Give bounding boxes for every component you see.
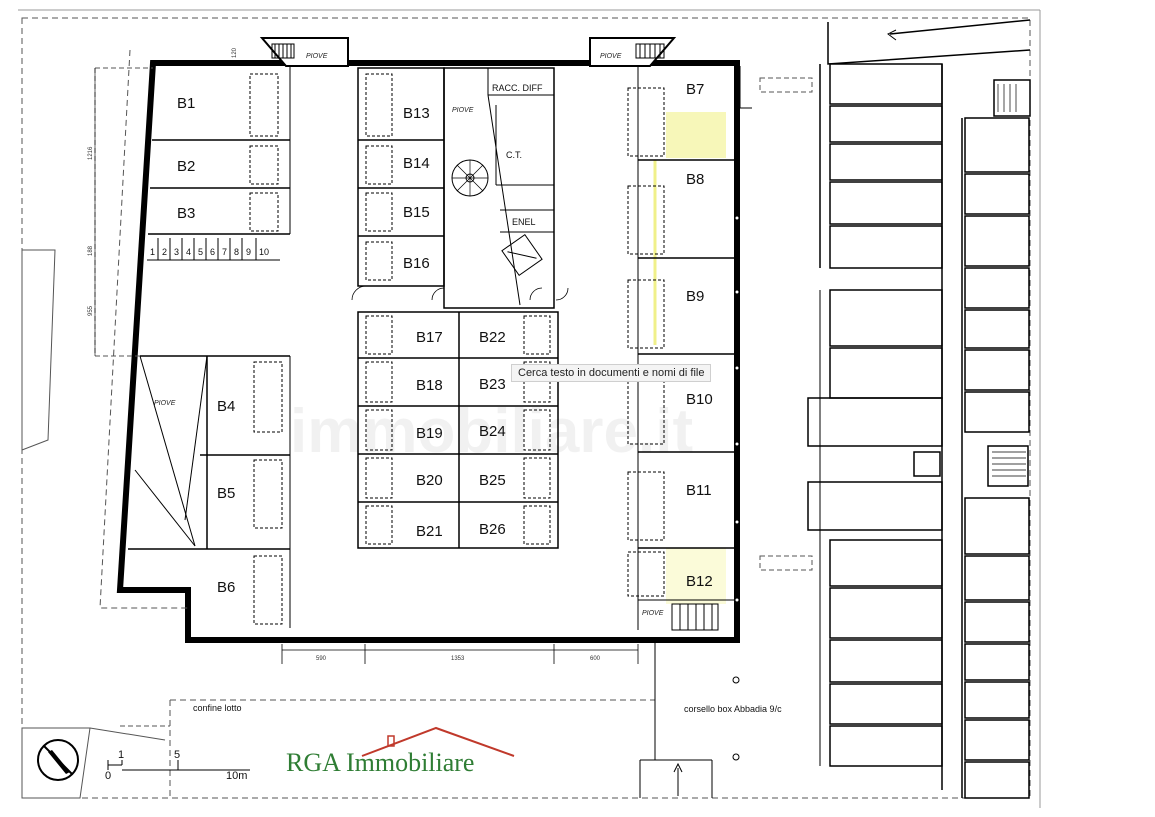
moto-slot-label: 8 — [234, 247, 239, 257]
moto-slot-label: 6 — [210, 247, 215, 257]
room-label-ct: C.T. — [506, 150, 522, 160]
moto-slot-label: 5 — [198, 247, 203, 257]
dimension-label: 1216 — [88, 146, 94, 160]
search-tooltip: Cerca testo in documenti e nomi di file — [511, 364, 712, 382]
box-label-b24: B24 — [479, 423, 506, 440]
piove-label: PIOVE — [642, 610, 664, 617]
piove-label: PIOVE — [306, 53, 328, 60]
box-label-b15: B15 — [403, 204, 430, 221]
dimension-label: 955 — [88, 305, 94, 316]
dimension-label: 1353 — [451, 656, 465, 662]
box-label-b10: B10 — [686, 391, 713, 408]
box-label-b13: B13 — [403, 105, 430, 122]
box-label-b20: B20 — [416, 472, 443, 489]
corsello-label: corsello box Abbadia 9/c — [684, 704, 782, 714]
highlight-zone — [666, 112, 726, 158]
compass-icon — [37, 739, 79, 781]
moto-slot-label: 10 — [259, 247, 269, 257]
box-label-b9: B9 — [686, 288, 704, 305]
box-label-b14: B14 — [403, 155, 430, 172]
box-label-b22: B22 — [479, 329, 506, 346]
dimension-label: 188 — [88, 245, 94, 256]
box-label-b19: B19 — [416, 425, 443, 442]
box-label-b3: B3 — [177, 205, 195, 222]
moto-slots — [157, 238, 257, 260]
moto-slot-label: 9 — [246, 247, 251, 257]
moto-slot-label: 2 — [162, 247, 167, 257]
box-label-b11: B11 — [686, 482, 712, 499]
box-label-b18: B18 — [416, 377, 443, 394]
box-label-b16: B16 — [403, 255, 430, 272]
box-label-b26: B26 — [479, 521, 506, 538]
box-label-b21: B21 — [416, 523, 443, 540]
dimension-label: 600 — [590, 656, 601, 662]
box-label-b6: B6 — [217, 579, 235, 596]
box-label-b5: B5 — [217, 485, 235, 502]
box-label-b8: B8 — [686, 171, 704, 188]
piove-label: PIOVE — [452, 107, 474, 114]
scale-label: 10m — [226, 770, 247, 782]
scale-bar — [107, 760, 250, 771]
piove-label: PIOVE — [154, 400, 176, 407]
box-label-b2: B2 — [177, 158, 195, 175]
moto-slot-label: 3 — [174, 247, 179, 257]
confine-lotto-label: confine lotto — [193, 703, 242, 713]
scale-label: 5 — [174, 749, 180, 761]
piove-label: PIOVE — [600, 53, 622, 60]
logo-roof-icon — [361, 726, 515, 757]
box-label-b17: B17 — [416, 329, 443, 346]
box-label-b25: B25 — [479, 472, 506, 489]
dimension-label: 590 — [316, 656, 327, 662]
scale-label: 0 — [105, 770, 111, 782]
scale-label: 1 — [118, 749, 124, 761]
box-label-b1: B1 — [177, 95, 195, 112]
box-label-b7: B7 — [686, 81, 704, 98]
moto-slot-label: 1 — [150, 247, 155, 257]
building-perimeter — [116, 60, 740, 643]
agency-logo-text: RGA Immobiliare — [286, 748, 475, 777]
neighbouring-building — [807, 19, 1031, 799]
box-label-b23: B23 — [479, 376, 506, 393]
room-label-racc-diff: RACC. DIFF — [492, 83, 543, 93]
box-label-b12: B12 — [686, 573, 713, 590]
box-label-b4: B4 — [217, 398, 235, 415]
dimension-label: 120 — [232, 47, 238, 58]
moto-slot-label: 4 — [186, 247, 191, 257]
moto-slot-label: 7 — [222, 247, 227, 257]
room-label-enel: ENEL — [512, 217, 536, 227]
